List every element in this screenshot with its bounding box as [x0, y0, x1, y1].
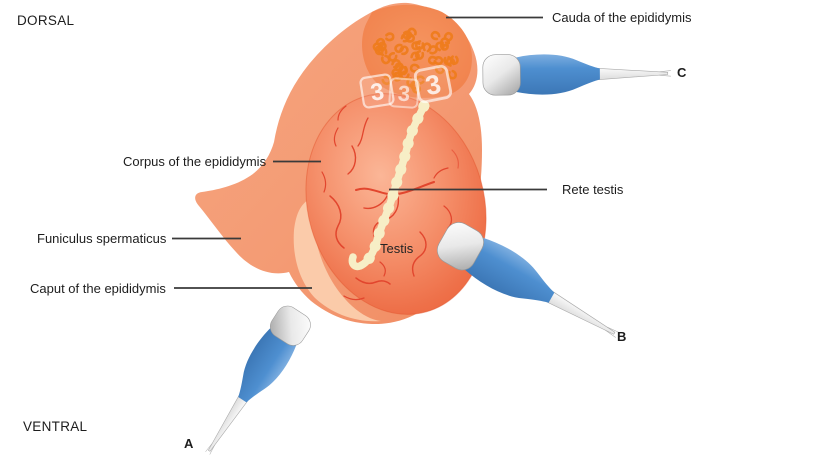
label-rete-testis: Rete testis [562, 182, 624, 197]
probe-label-a: A [184, 436, 194, 451]
probe-label-b: B [617, 329, 627, 344]
epididymis-light-strip [293, 198, 381, 322]
svg-text:3: 3 [397, 81, 411, 107]
position-mark-2: 3 [388, 77, 420, 109]
ultrasound-probe-c [482, 52, 672, 96]
svg-text:3: 3 [423, 69, 443, 101]
label-testis: Testis [380, 241, 414, 256]
svg-text:3: 3 [369, 78, 386, 107]
ultrasound-probe-a [192, 301, 316, 461]
label-funiculus-spermaticus: Funiculus spermaticus [37, 231, 167, 246]
orientation-label-ventral: VENTRAL [23, 419, 88, 434]
position-marks: 3 3 3 [359, 64, 453, 109]
blood-vessels [321, 105, 459, 301]
label-cauda-of-epididymis: Cauda of the epididymis [552, 10, 692, 25]
position-mark-3: 3 [413, 64, 453, 104]
probe-label-c: C [677, 65, 687, 80]
label-caput-of-epididymis: Caput of the epididymis [30, 281, 166, 296]
rete-testis-duct [348, 100, 430, 272]
label-corpus-of-epididymis: Corpus of the epididymis [123, 154, 267, 169]
orientation-label-dorsal: DORSAL [17, 13, 75, 28]
position-mark-1: 3 [359, 73, 395, 109]
leader-lines [172, 16, 547, 289]
